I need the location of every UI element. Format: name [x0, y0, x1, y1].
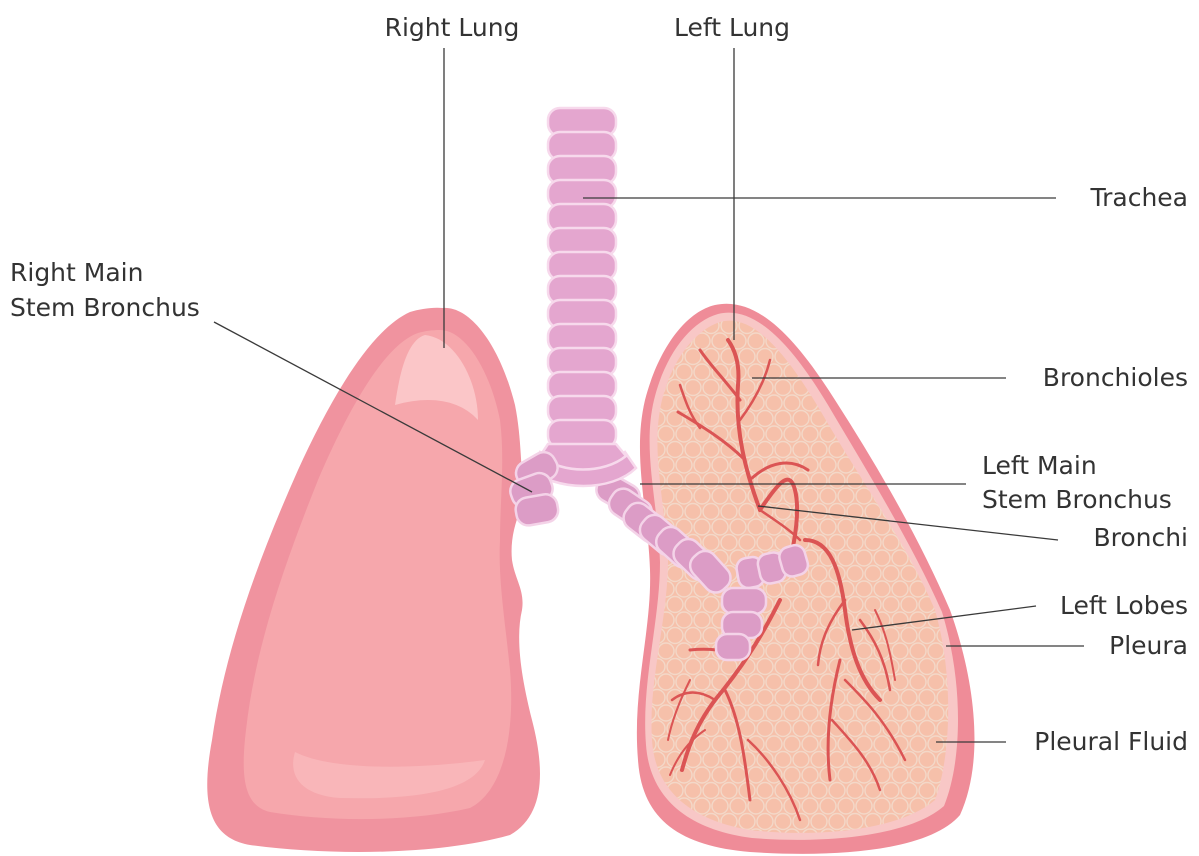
right-lung [207, 308, 540, 852]
label-pleural-fluid: Pleural Fluid [1034, 727, 1188, 756]
trachea [530, 108, 636, 486]
label-right-main-stem-bronchus-line1: Right Main [10, 258, 143, 287]
label-left-lung: Left Lung [674, 13, 790, 42]
label-bronchi: Bronchi [1093, 523, 1188, 552]
label-left-main-stem-bronchus-line1: Left Main [982, 451, 1097, 480]
label-left-main-stem-bronchus-line2: Stem Bronchus [982, 485, 1172, 514]
label-trachea: Trachea [1090, 183, 1189, 212]
label-right-lung: Right Lung [385, 13, 520, 42]
label-left-lobes: Left Lobes [1060, 591, 1188, 620]
label-bronchioles: Bronchioles [1043, 363, 1188, 392]
left-lung [592, 300, 974, 856]
label-right-main-stem-bronchus-line2: Stem Bronchus [10, 293, 200, 322]
label-pleura: Pleura [1109, 631, 1188, 660]
